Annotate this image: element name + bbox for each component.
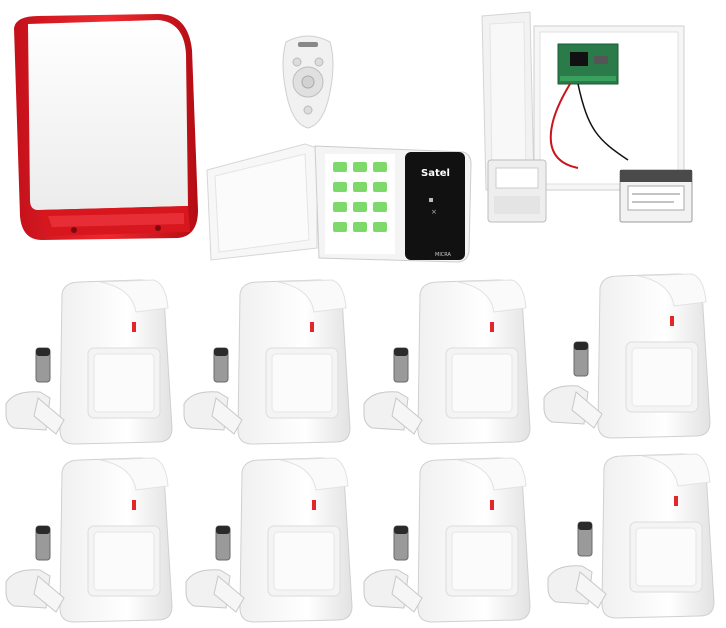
magnetic-sensor	[5, 569, 65, 613]
led-indicator	[490, 500, 494, 510]
led-indicator	[674, 496, 678, 506]
led-indicator	[670, 316, 674, 326]
detector-set	[362, 456, 542, 628]
led-indicator	[132, 500, 136, 510]
detector-set	[4, 278, 184, 450]
led-indicator	[312, 500, 316, 510]
remote-key-fob	[278, 32, 338, 130]
pir-detector	[417, 457, 531, 623]
pir-detector	[601, 453, 715, 619]
magnetic-sensor	[363, 391, 423, 435]
battery-icon	[35, 525, 51, 561]
keypad-key	[353, 182, 367, 192]
battery-icon	[213, 347, 229, 383]
battery-icon	[35, 347, 51, 383]
battery-icon	[393, 525, 409, 561]
keypad-key	[373, 162, 387, 172]
detector-set	[546, 452, 726, 624]
led-indicator	[310, 322, 314, 332]
battery-icon	[573, 341, 589, 377]
keypad-key	[353, 202, 367, 212]
detector-set	[542, 272, 722, 444]
keypad-key	[373, 202, 387, 212]
keypad-model: MICRA	[435, 252, 452, 258]
keypad-key	[353, 222, 367, 232]
battery-icon	[393, 347, 409, 383]
detector-set	[184, 456, 364, 628]
pir-detector	[417, 279, 531, 445]
magnetic-sensor	[363, 569, 423, 613]
detector-set	[182, 278, 362, 450]
keypad-key	[333, 182, 347, 192]
detector-set	[4, 456, 184, 628]
pir-detector	[237, 279, 351, 445]
keypad-key	[373, 182, 387, 192]
detector-set	[362, 278, 542, 450]
control-panel	[478, 10, 723, 240]
keypad-key	[333, 202, 347, 212]
keypad-key	[333, 222, 347, 232]
pir-detector	[59, 457, 173, 623]
led-indicator	[490, 322, 494, 332]
keypad-brand: Satel	[421, 168, 450, 179]
led-indicator	[132, 322, 136, 332]
keypad-key	[373, 222, 387, 232]
outdoor-siren	[8, 10, 200, 242]
svg-text:×: ×	[431, 208, 437, 216]
magnetic-sensor	[183, 391, 243, 435]
battery-icon	[215, 525, 231, 561]
pir-detector	[597, 273, 711, 439]
magnetic-sensor	[5, 391, 65, 435]
alarm-keypad: Satel × MICRA	[205, 140, 475, 265]
magnetic-sensor	[543, 385, 603, 429]
keypad-key	[353, 162, 367, 172]
pir-detector	[59, 279, 173, 445]
magnetic-sensor	[185, 569, 245, 613]
magnetic-sensor	[547, 565, 607, 609]
pir-detector	[239, 457, 353, 623]
battery-icon	[577, 521, 593, 557]
keypad-key	[333, 162, 347, 172]
